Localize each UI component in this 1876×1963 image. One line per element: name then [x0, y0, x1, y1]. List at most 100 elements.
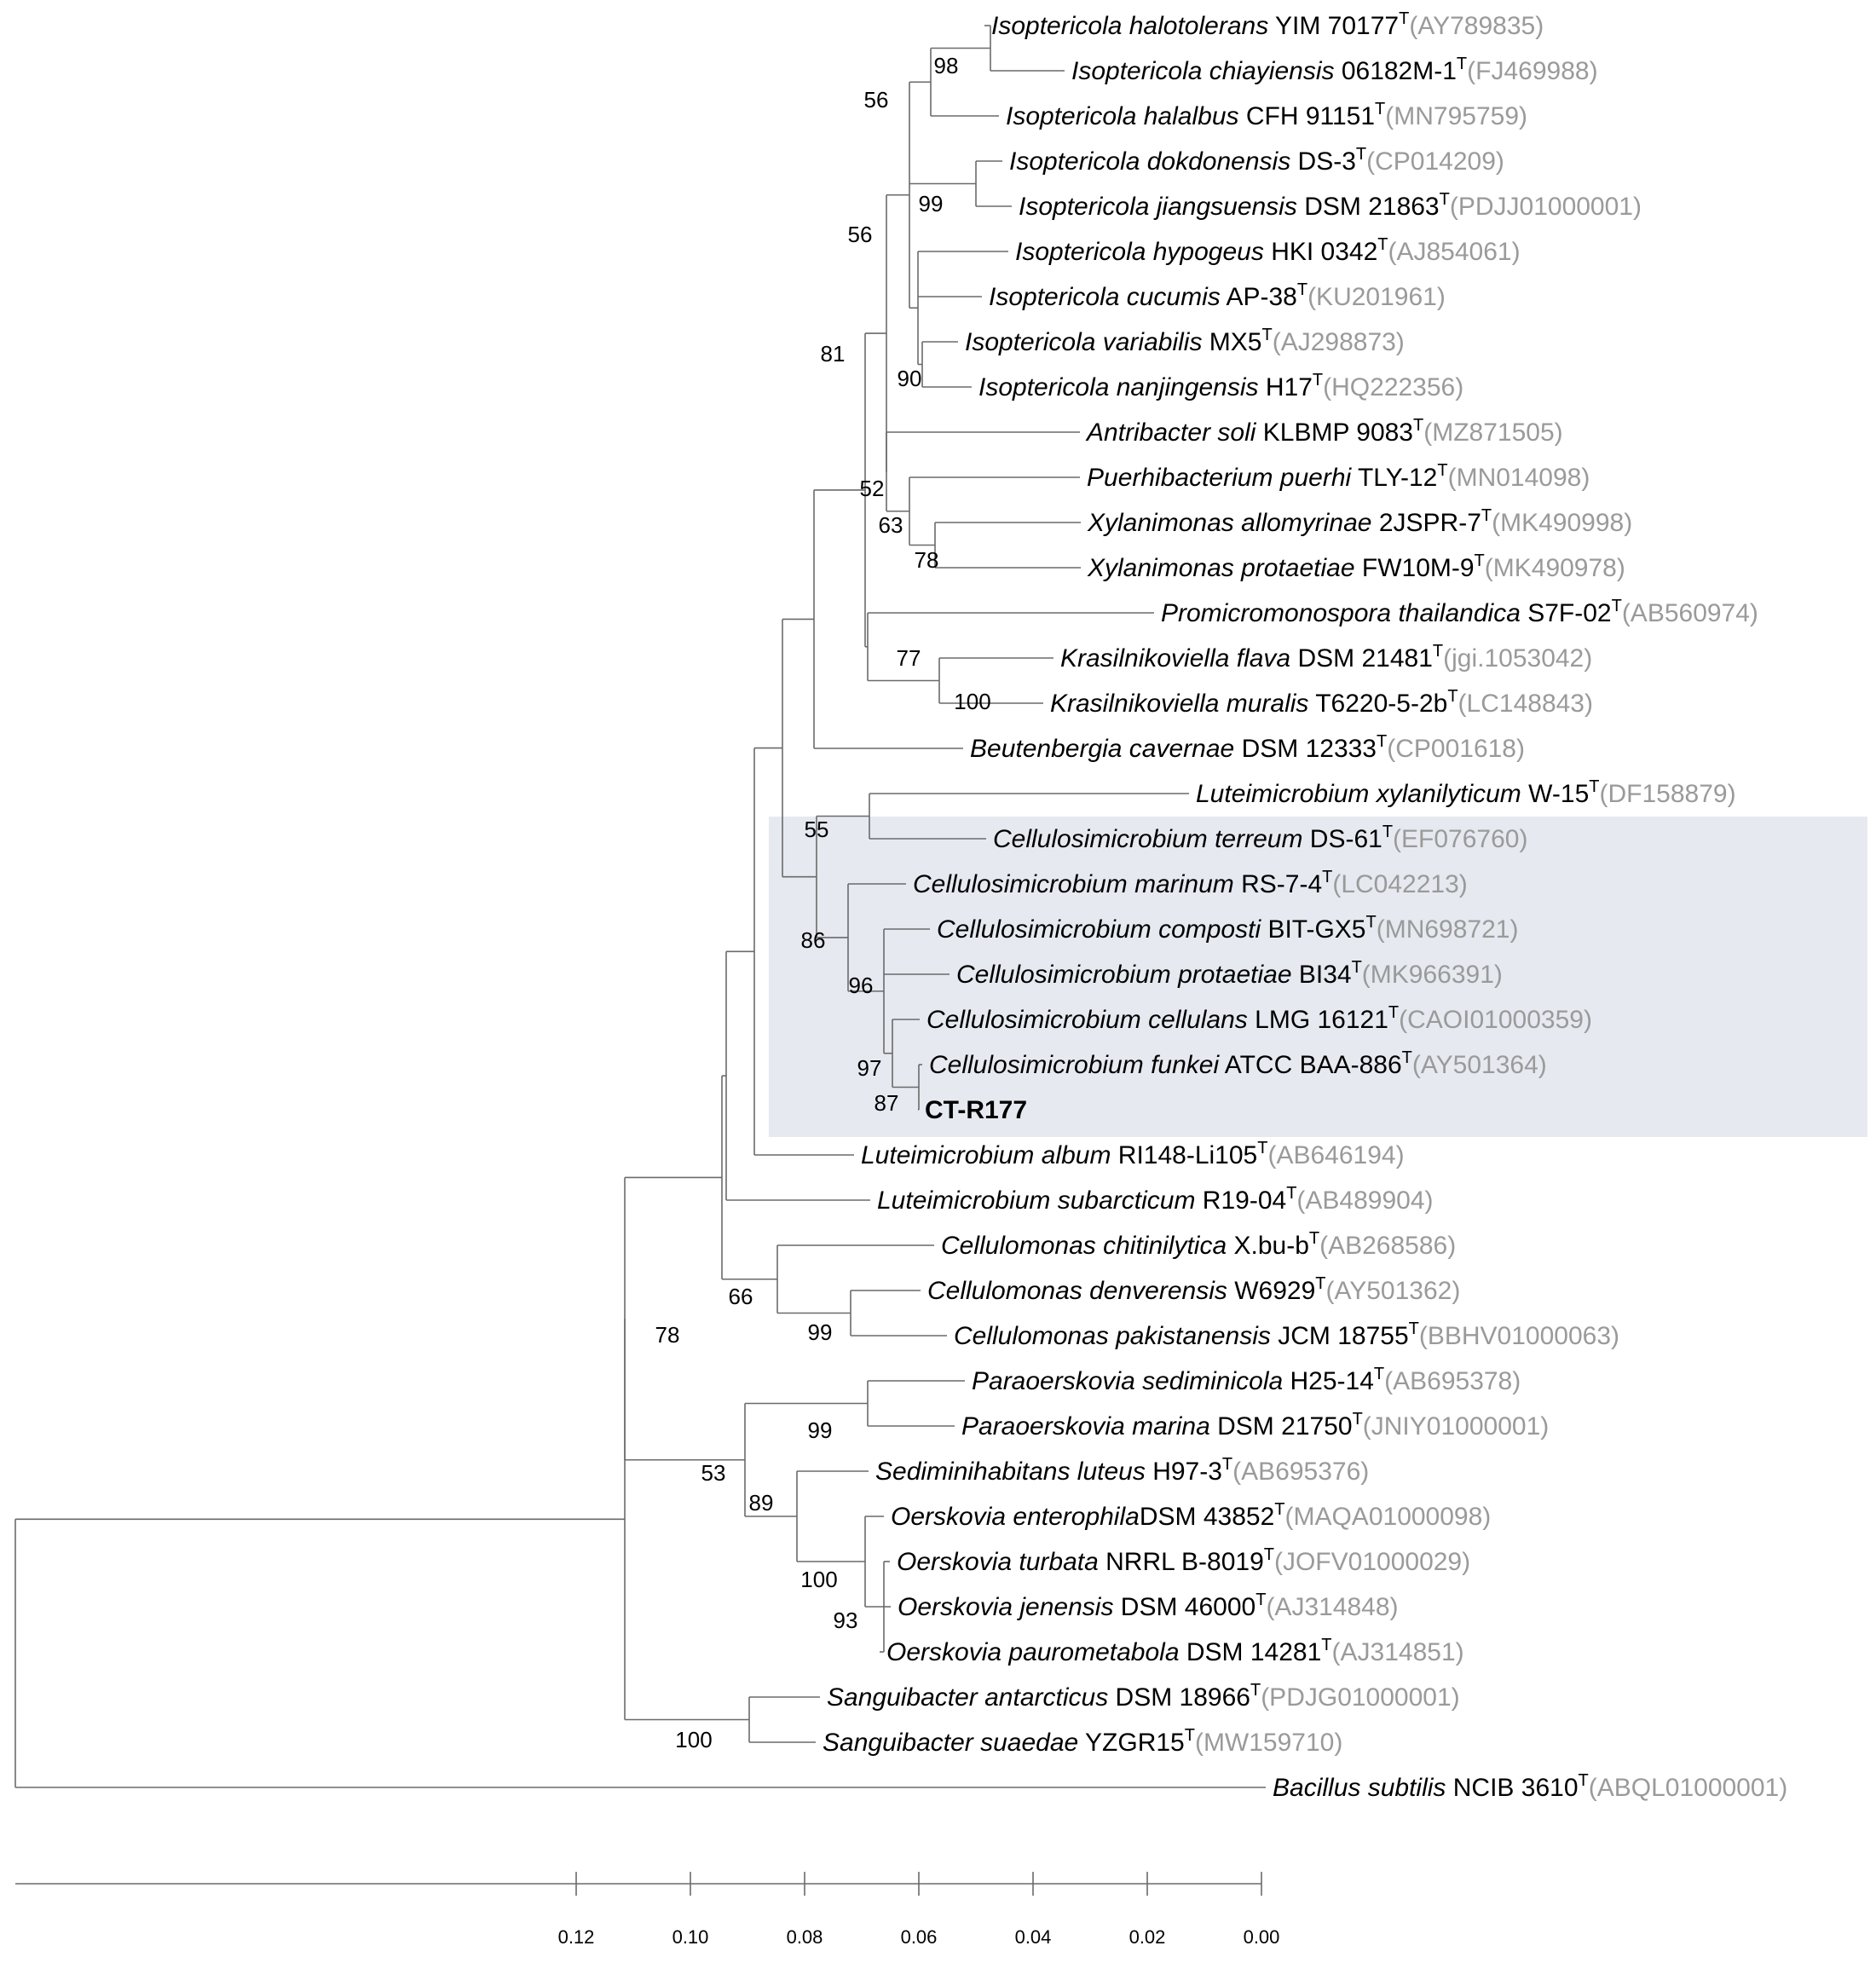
tip-label: Cellulosimicrobium cellulans LMG 16121T(… — [926, 1003, 1592, 1034]
type-strain-mark: T — [1447, 687, 1458, 706]
tip-label: Isoptericola cucumis AP-38T(KU201961) — [989, 280, 1446, 311]
tip-label: Cellulosimicrobium terreum DS-61T(EF0767… — [993, 823, 1527, 853]
tree-branches — [14, 25, 1266, 1788]
bootstrap-value: 77 — [897, 645, 921, 671]
species-name: Luteimicrobium xylanilyticum — [1196, 780, 1521, 808]
strain-name: FW10M-9 — [1355, 554, 1475, 582]
species-name: Xylanimonas protaetiae — [1087, 554, 1355, 582]
type-strain-mark: T — [1409, 1319, 1419, 1338]
strain-name: NCIB 3610 — [1446, 1774, 1578, 1802]
species-name: Cellulomonas chitinilytica — [941, 1232, 1227, 1260]
accession-number: (PDJG01000001) — [1261, 1683, 1459, 1712]
accession-number: (AJ854061) — [1388, 238, 1521, 266]
type-strain-mark: T — [1222, 1455, 1232, 1474]
accession-number: (AJ298873) — [1273, 328, 1405, 356]
species-name: Isoptericola nanjingensis — [978, 373, 1259, 401]
tip-label: Luteimicrobium xylanilyticum W-15T(DF158… — [1196, 777, 1736, 808]
bootstrap-value: 78 — [655, 1322, 680, 1348]
strain-name: 06182M-1 — [1334, 57, 1456, 85]
strain-name: DS-61 — [1302, 825, 1382, 853]
accession-number: (JNIY01000001) — [1363, 1412, 1549, 1440]
bootstrap-value: 87 — [875, 1090, 899, 1116]
bootstrap-value: 53 — [701, 1460, 726, 1486]
species-name: Xylanimonas allomyrinae — [1087, 509, 1372, 537]
type-strain-mark: T — [1377, 235, 1388, 254]
type-strain-mark: T — [1353, 1410, 1363, 1429]
type-strain-mark: T — [1286, 1184, 1296, 1203]
strain-name: NRRL B-8019 — [1099, 1548, 1264, 1576]
bootstrap-value: 55 — [805, 817, 829, 842]
strain-name: H97-3 — [1146, 1458, 1222, 1486]
type-strain-mark: T — [1413, 416, 1423, 435]
bootstrap-value: 99 — [808, 1417, 833, 1443]
tip-label: Isoptericola nanjingensis H17T(HQ222356) — [978, 371, 1463, 401]
tip-label: Promicromonospora thailandica S7F-02T(AB… — [1161, 597, 1758, 627]
strain-name: S7F-02 — [1521, 599, 1612, 627]
strain-name: 2JSPR-7 — [1372, 509, 1481, 537]
accession-number: (EF076760) — [1393, 825, 1527, 853]
tip-label: Isoptericola variabilis MX5T(AJ298873) — [965, 326, 1405, 356]
tip-label: Isoptericola hypogeus HKI 0342T(AJ854061… — [1015, 235, 1521, 266]
accession-number: (FJ469988) — [1467, 57, 1597, 85]
bootstrap-value: 89 — [749, 1490, 774, 1516]
accession-number: (LC148843) — [1458, 690, 1593, 718]
strain-name: X.bu-b — [1227, 1232, 1309, 1260]
accession-number: (JOFV01000029) — [1274, 1548, 1470, 1576]
bootstrap-values: 9856995690815263787710055869697876699789… — [655, 53, 991, 1752]
strain-name: DSM 46000 — [1113, 1593, 1255, 1621]
species-name: Cellulosimicrobium composti — [937, 915, 1261, 944]
axis-tick-label: 0.02 — [1129, 1926, 1166, 1948]
type-strain-mark: T — [1185, 1726, 1195, 1745]
strain-name: DSM 12333 — [1234, 735, 1377, 763]
bootstrap-value: 56 — [848, 222, 873, 247]
type-strain-mark: T — [1375, 100, 1385, 118]
species-name: Sanguibacter antarcticus — [827, 1683, 1108, 1712]
strain-name: MX5 — [1202, 328, 1261, 356]
accession-number: (AJ314851) — [1332, 1638, 1464, 1666]
cellulosimicrobium-clade-highlight — [769, 817, 1867, 1137]
accession-number: (AJ314848) — [1266, 1593, 1398, 1621]
bootstrap-value: 100 — [800, 1567, 837, 1592]
strain-name: RI148-Li105 — [1111, 1141, 1257, 1169]
accession-number: (MN698721) — [1377, 915, 1519, 944]
strain-name: YIM 70177 — [1268, 12, 1399, 40]
type-strain-mark: T — [1322, 868, 1332, 886]
strain-name: DSM 43852 — [1140, 1503, 1274, 1531]
strain-name: AP-38 — [1221, 283, 1297, 311]
strain-name: H25-14 — [1283, 1367, 1374, 1395]
tip-label: Krasilnikoviella muralis T6220-5-2bT(LC1… — [1050, 687, 1593, 718]
species-name: Isoptericola variabilis — [965, 328, 1202, 356]
tip-label: Cellulosimicrobium marinum RS-7-4T(LC042… — [913, 868, 1468, 898]
strain-name: T6220-5-2b — [1308, 690, 1447, 718]
strain-name: BI34 — [1292, 961, 1352, 989]
species-name: Cellulomonas pakistanensis — [954, 1322, 1271, 1350]
species-name: Oerskovia jenensis — [898, 1593, 1113, 1621]
species-name: Isoptericola halotolerans — [991, 12, 1268, 40]
species-name: Luteimicrobium subarcticum — [877, 1186, 1195, 1215]
strain-name: CT-R177 — [925, 1096, 1027, 1124]
species-name: Cellulomonas denverensis — [927, 1277, 1227, 1305]
type-strain-mark: T — [1313, 371, 1323, 390]
tip-label: Sanguibacter antarcticus DSM 18966T(PDJG… — [827, 1681, 1460, 1712]
species-name: Cellulosimicrobium marinum — [913, 870, 1234, 898]
type-strain-mark: T — [1579, 1771, 1589, 1790]
bootstrap-value: 63 — [879, 512, 903, 538]
accession-number: (AB560974) — [1622, 599, 1758, 627]
tip-label: Luteimicrobium album RI148-Li105T(AB6461… — [861, 1139, 1405, 1169]
tip-label: Isoptericola dokdonensis DS-3T(CP014209) — [1009, 145, 1504, 176]
accession-number: (LC042213) — [1332, 870, 1467, 898]
species-name: Krasilnikoviella muralis — [1050, 690, 1308, 718]
tip-label: Isoptericola chiayiensis 06182M-1T(FJ469… — [1071, 55, 1598, 85]
bootstrap-value: 66 — [729, 1284, 753, 1309]
accession-number: (PDJJ01000001) — [1450, 193, 1642, 221]
strain-name: DS-3 — [1290, 147, 1356, 176]
accession-number: (MZ871505) — [1423, 419, 1562, 447]
tip-label: Oerskovia paurometabola DSM 14281T(AJ314… — [886, 1636, 1464, 1666]
type-strain-mark: T — [1437, 461, 1447, 480]
species-name: Isoptericola jiangsuensis — [1019, 193, 1297, 221]
species-name: Luteimicrobium album — [861, 1141, 1111, 1169]
accession-number: (AB646194) — [1267, 1141, 1404, 1169]
type-strain-mark: T — [1475, 551, 1485, 570]
type-strain-mark: T — [1321, 1636, 1331, 1654]
strain-name: CFH 91151 — [1239, 102, 1376, 130]
